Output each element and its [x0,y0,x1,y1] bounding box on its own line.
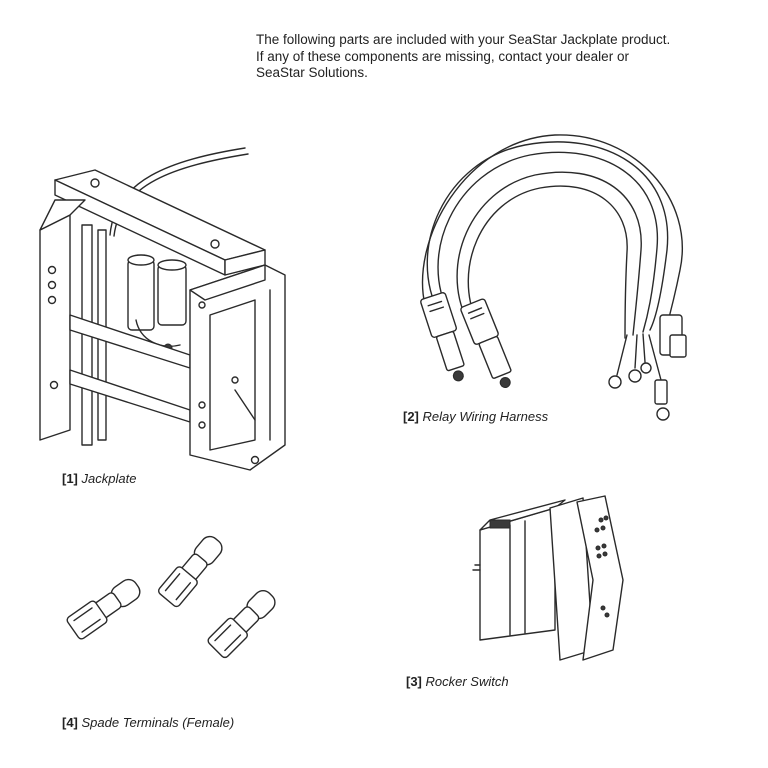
part-caption-wiring-harness: [2] Relay Wiring Harness [403,409,548,424]
part-name: Spade Terminals (Female) [81,715,235,730]
jackplate-illustration [40,140,300,480]
part-name: Jackplate [81,471,137,486]
part-name: Rocker Switch [425,674,509,689]
intro-line-1: The following parts are included with yo… [256,32,671,47]
intro-line-2: If any of these components are missing, … [256,48,629,64]
part-name: Relay Wiring Harness [422,409,549,424]
part-number: [3] [406,674,422,689]
wiring-harness-illustration [405,130,710,425]
part-caption-rocker-switch: [3] Rocker Switch [406,674,509,689]
part-number: [2] [403,409,419,424]
rocker-switch-illustration [465,490,630,670]
part-caption-spade-terminals: [4] Spade Terminals (Female) [62,715,234,730]
part-number: [1] [62,471,78,486]
part-number: [4] [62,715,78,730]
intro-line-3: SeaStar Solutions. [256,65,368,80]
intro-text: The following parts are included with yo… [256,32,756,82]
spade-terminals-illustration [70,570,290,700]
part-caption-jackplate: [1] Jackplate [62,471,136,486]
